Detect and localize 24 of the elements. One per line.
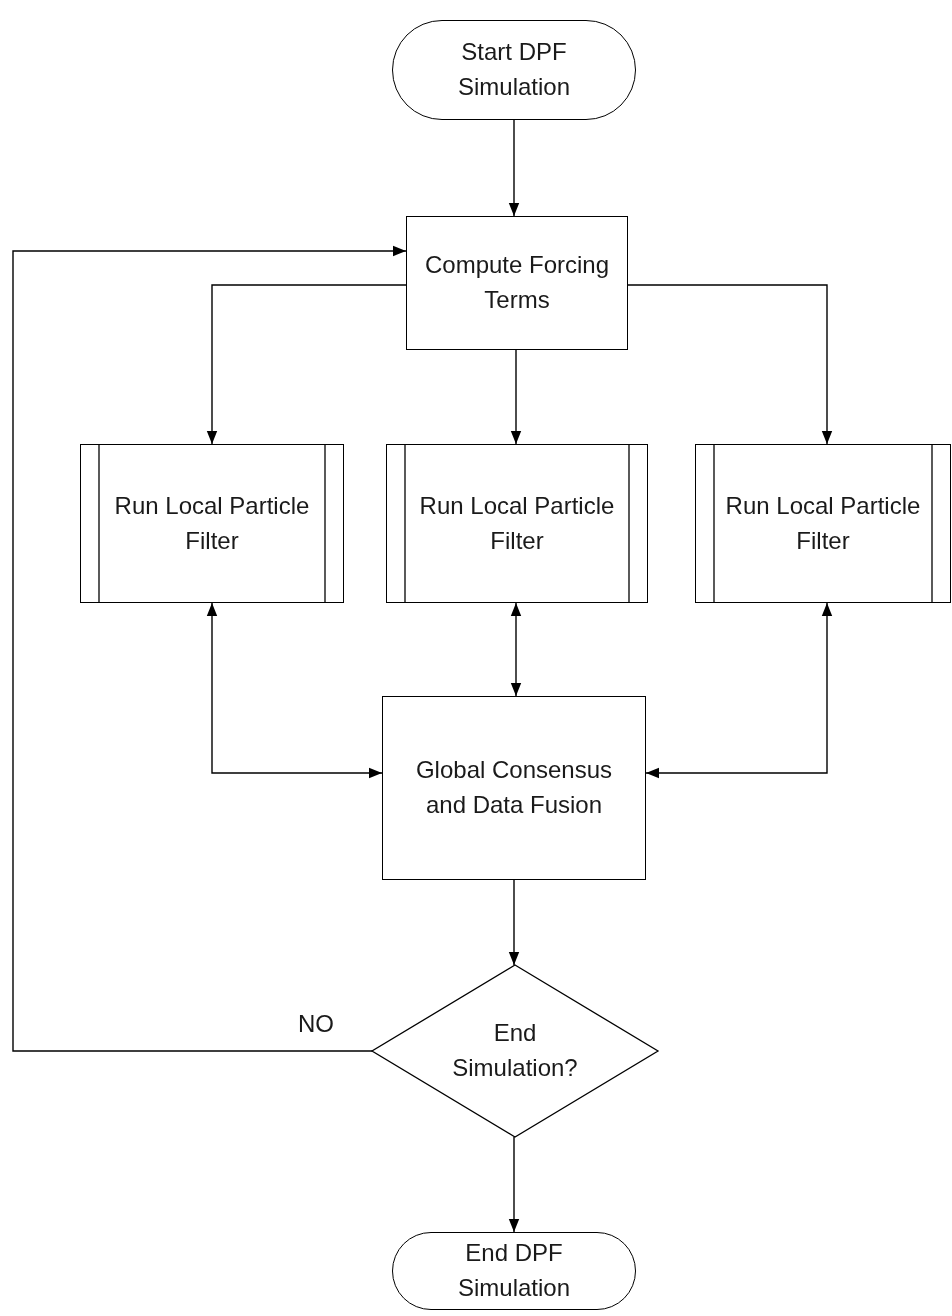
arrow [645, 602, 833, 779]
node-label: End Simulation? [451, 1018, 579, 1083]
subprocess-box [386, 444, 648, 603]
decision-diamond [372, 965, 658, 1137]
arrow [510, 602, 522, 697]
subprocess-box [695, 444, 951, 603]
process-box [382, 696, 646, 880]
node-label: Run Local Particle Filter [418, 490, 616, 556]
subprocess-box [80, 444, 344, 603]
arrow [206, 284, 407, 445]
node-label: Compute Forcing Terms [423, 250, 611, 315]
node-label: Global Consensus and Data Fusion [414, 755, 614, 820]
arrow [12, 245, 407, 1052]
process-box [406, 216, 628, 350]
arrow [510, 349, 522, 445]
arrow [627, 284, 833, 445]
node-label: Run Local Particle Filter [113, 490, 311, 556]
node-label: Run Local Particle Filter [725, 490, 921, 556]
node-label: Start DPF Simulation [456, 37, 572, 102]
arrow [206, 602, 383, 779]
arrow [508, 119, 520, 217]
arrow [508, 1136, 520, 1233]
node-label: End DPF Simulation [456, 1238, 572, 1303]
arrow [508, 879, 520, 966]
